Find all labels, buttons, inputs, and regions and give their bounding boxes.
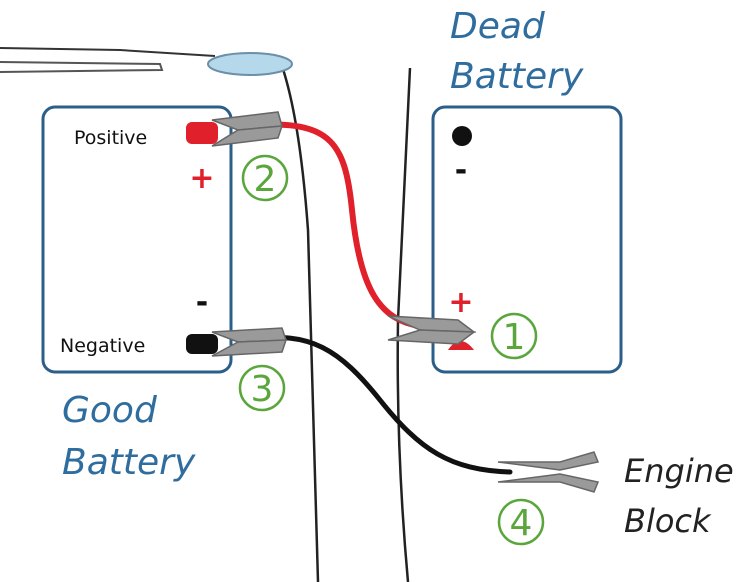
good-positive-terminal xyxy=(186,122,218,144)
engine-block-label-line2: Block xyxy=(624,502,712,540)
dead-battery-title-line1: Dead xyxy=(450,6,546,47)
clamp-good-negative xyxy=(211,327,288,357)
step-3-circle xyxy=(238,364,286,412)
good-positive-label: Positive xyxy=(74,127,147,149)
clamp-engine-block xyxy=(497,451,600,493)
good-plus-sign: + xyxy=(189,161,214,196)
dead-negative-terminal xyxy=(452,126,472,146)
good-negative-terminal xyxy=(186,334,218,354)
good-battery-title-line2: Battery xyxy=(62,442,196,483)
good-minus-sign: - xyxy=(196,285,208,320)
dead-battery-box xyxy=(431,105,623,374)
car-body-outline xyxy=(0,47,320,582)
clamp-good-positive xyxy=(211,111,284,147)
good-negative-label: Negative xyxy=(60,335,145,357)
engine-block-label-line1: Engine xyxy=(624,452,734,490)
step-4-number: 4 xyxy=(510,503,533,544)
step-1-number: 1 xyxy=(503,317,526,358)
red-jumper-cable xyxy=(239,121,423,329)
step-4-circle xyxy=(497,498,545,546)
step-2-number: 2 xyxy=(254,159,277,200)
dead-plus-sign: + xyxy=(448,285,473,320)
step-3-number: 3 xyxy=(251,369,274,410)
black-jumper-cable xyxy=(247,335,513,475)
good-battery-title-line1: Good xyxy=(62,390,158,431)
hood-latch-shape xyxy=(207,52,293,76)
step-1-circle xyxy=(490,312,538,360)
good-battery-box xyxy=(41,105,233,374)
dead-battery-title-line2: Battery xyxy=(450,56,584,97)
clamp-dead-positive xyxy=(387,315,477,345)
dead-minus-sign: - xyxy=(455,153,467,188)
step-2-circle xyxy=(241,154,289,202)
